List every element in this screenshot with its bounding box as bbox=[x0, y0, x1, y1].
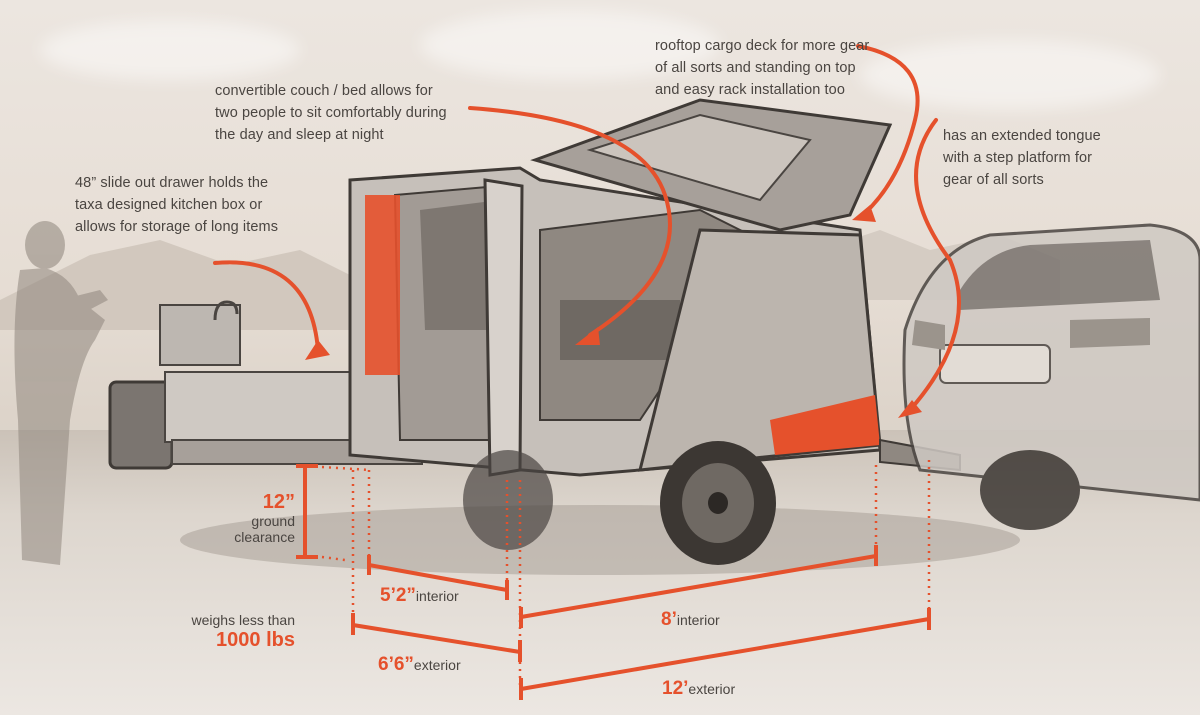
annotation-line: with a step platform for bbox=[943, 150, 1093, 166]
annotation-tongue: has an extended tongue with a step platf… bbox=[943, 125, 1101, 191]
width-interior-text: interior bbox=[415, 588, 459, 604]
length-exterior-label: 12’exterior bbox=[662, 678, 735, 700]
length-exterior-value: 12’ bbox=[662, 678, 689, 699]
ground-clearance-text: ground clearance bbox=[215, 513, 295, 545]
weight-label: weighs less than 1000 lbs bbox=[170, 611, 295, 651]
annotation-couch: convertible couch / bed allows for two p… bbox=[215, 80, 447, 146]
annotation-line: and easy rack installation too bbox=[655, 82, 845, 98]
width-exterior-text: exterior bbox=[413, 657, 461, 673]
annotation-line: of all sorts and standing on top bbox=[655, 60, 856, 76]
width-exterior-label: 6’6”exterior bbox=[378, 654, 461, 676]
cloud bbox=[420, 10, 720, 80]
width-interior-value: 5’2” bbox=[380, 585, 416, 606]
annotation-line: has an extended tongue bbox=[943, 128, 1101, 144]
cloud bbox=[40, 20, 300, 80]
dotted-guides bbox=[321, 460, 931, 690]
annotation-line: rooftop cargo deck for more gear bbox=[655, 38, 870, 54]
trailer-body bbox=[348, 98, 961, 477]
person-silhouette bbox=[14, 221, 108, 565]
annotation-line: 48” slide out drawer holds the bbox=[75, 175, 269, 191]
annotation-line: taxa designed kitchen box or bbox=[75, 197, 263, 213]
weight-value: 1000 lbs bbox=[216, 629, 295, 651]
annotation-drawer: 48” slide out drawer holds the taxa desi… bbox=[75, 172, 278, 238]
weight-prefix: weighs less than bbox=[191, 612, 295, 628]
tow-vehicle bbox=[902, 223, 1200, 530]
annotation-rooftop: rooftop cargo deck for more gear of all … bbox=[655, 35, 869, 101]
kitchen-drawer bbox=[108, 300, 423, 470]
width-interior-label: 5’2”interior bbox=[380, 585, 459, 607]
ground-clearance-line2: clearance bbox=[234, 529, 295, 545]
ground-clearance-line1: ground bbox=[251, 513, 295, 529]
width-exterior-value: 6’6” bbox=[378, 654, 414, 675]
annotation-line: allows for storage of long items bbox=[75, 219, 279, 235]
length-exterior-text: exterior bbox=[688, 681, 736, 697]
length-interior-label: 8’interior bbox=[661, 609, 720, 631]
arrow-heads bbox=[305, 205, 922, 418]
annotation-line: gear of all sorts bbox=[943, 172, 1044, 188]
length-interior-text: interior bbox=[676, 612, 720, 628]
annotation-line: two people to sit comfortably during bbox=[215, 105, 447, 121]
trailer-wheel bbox=[463, 441, 776, 565]
callout-arrows bbox=[213, 44, 961, 412]
annotation-line: the day and sleep at night bbox=[215, 127, 384, 143]
length-interior-value: 8’ bbox=[661, 609, 677, 630]
ground-clearance-value: 12” bbox=[262, 491, 295, 513]
dimension-lines bbox=[296, 464, 931, 700]
annotation-line: convertible couch / bed allows for bbox=[215, 83, 433, 99]
ground-clearance-label: 12” bbox=[240, 491, 295, 513]
